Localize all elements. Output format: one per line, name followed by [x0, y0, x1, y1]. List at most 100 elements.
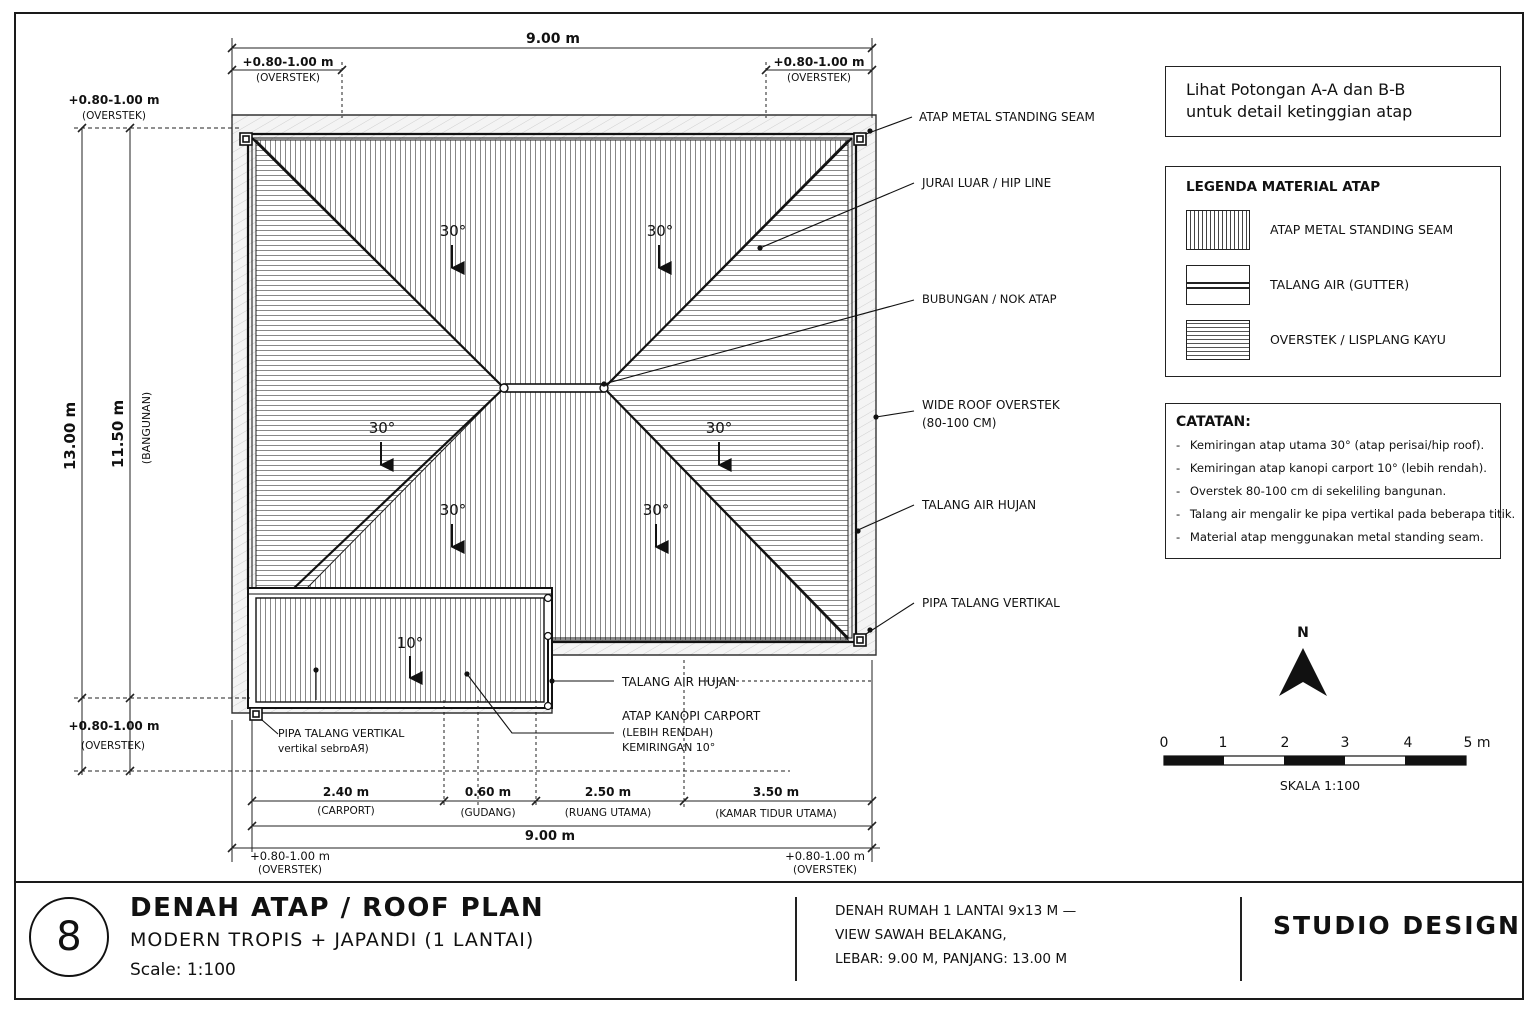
- dim-bottom-right-overhang: +0.80-1.00 m: [785, 849, 865, 863]
- north-label: N: [1297, 625, 1309, 641]
- note-item: Kemiringan atap kanopi carport 10° (lebi…: [1176, 457, 1490, 480]
- slope-label: 30°: [647, 222, 674, 240]
- dim-seg-kamar-label: (KAMAR TIDUR UTAMA): [715, 808, 837, 820]
- title-block: [14, 881, 1524, 1000]
- note-item: Talang air mengalir ke pipa vertikal pad…: [1176, 503, 1515, 526]
- slope-label: 30°: [706, 419, 733, 437]
- callout-wide-overhang-size: (80-100 CM): [922, 416, 996, 430]
- dim-left-top-overhang: +0.80-1.00 m: [69, 93, 160, 107]
- legend-item-label: TALANG AIR (GUTTER): [1270, 277, 1410, 292]
- dim-bottom-left-overhang: +0.80-1.00 m: [250, 849, 330, 863]
- callout-downpipe-left: PIPA TALANG VERTIKAL: [278, 727, 405, 740]
- slope-label-carport: 10°: [397, 634, 424, 652]
- main-hip-roof: [246, 132, 858, 644]
- legend-item-standing-seam: ATAP METAL STANDING SEAM: [1186, 210, 1486, 250]
- dim-top-right-overhang-note: (OVERSTEK): [787, 72, 851, 84]
- dim-seg-ruang-utama: 2.50 m: [585, 785, 631, 799]
- standing-seam-swatch: [1186, 210, 1250, 250]
- north-arrow: N: [1279, 625, 1327, 696]
- drawing-sheet-border: [14, 12, 1524, 1000]
- drawing-title: DENAH ATAP / ROOF PLAN: [130, 893, 545, 923]
- description-line-2: VIEW SAWAH BELAKANG,: [835, 927, 1007, 943]
- dim-seg-carport-label: (CARPORT): [317, 805, 375, 817]
- dim-seg-carport: 2.40 m: [323, 785, 369, 799]
- dim-bottom-total: 9.00 m: [525, 829, 575, 844]
- carport-roof: [247, 587, 553, 711]
- dim-left-bottom-overhang-note: (OVERSTEK): [81, 740, 145, 752]
- scale-tick-1: 1: [1219, 735, 1228, 751]
- scale-tick-0: 0: [1160, 735, 1169, 751]
- callout-ridge: BUBUNGAN / NOK ATAP: [922, 292, 1057, 306]
- note-item: Overstek 80-100 cm di sekeliling banguna…: [1176, 480, 1490, 503]
- callout-dots: [313, 128, 879, 684]
- overhang-swatch: [1186, 320, 1250, 360]
- dim-top-total: 9.00 m: [526, 31, 580, 47]
- slope-label: 30°: [643, 501, 670, 519]
- callout-gutter-carport: TALANG AIR HUJAN: [621, 675, 736, 689]
- legend-item-overhang: OVERSTEK / LISPLANG KAYU: [1186, 320, 1486, 360]
- slope-label: 30°: [440, 222, 467, 240]
- dim-left-building-note: (BANGUNAN): [140, 392, 153, 464]
- scale-tick-4: 4: [1404, 735, 1413, 751]
- top-dimension-lines: [227, 38, 877, 118]
- dim-seg-gudang: 0.60 m: [465, 785, 511, 799]
- scale-tick-2: 2: [1281, 735, 1290, 751]
- slope-label: 30°: [369, 419, 396, 437]
- reference-note-line-2: untuk detail ketinggian atap: [1186, 102, 1413, 121]
- callout-gutter-right: TALANG AIR HUJAN: [921, 498, 1036, 512]
- dim-seg-gudang-label: (GUDANG): [460, 807, 515, 819]
- scale-bar-label: SKALA 1:100: [1280, 778, 1360, 793]
- callout-carport-roof-lower: (LEBIH RENDAH): [622, 726, 713, 739]
- scale-bar: 0 1 2 3 4 5 m SKALA 1:100: [1160, 735, 1491, 793]
- north-arrow-icon: [1279, 648, 1327, 696]
- legend-item-gutter: TALANG AIR (GUTTER): [1186, 265, 1486, 305]
- slope-label: 30°: [440, 501, 467, 519]
- title-block-divider: [795, 897, 797, 981]
- callout-leaders: [261, 116, 915, 735]
- dim-top-left-overhang-note: (OVERSTEK): [256, 72, 320, 84]
- drawing-scale: Scale: 1:100: [130, 960, 236, 980]
- dim-left-total: 13.00 m: [61, 402, 79, 470]
- description-line-3: LEBAR: 9.00 M, PANJANG: 13.00 M: [835, 951, 1068, 967]
- notes-title: CATATAN:: [1176, 414, 1251, 430]
- studio-name: STUDIO DESIGN: [1273, 911, 1521, 940]
- slope-indicators: 30° 30° 30° 30° 30° 30° 10°: [369, 222, 733, 685]
- callout-standing-seam: ATAP METAL STANDING SEAM: [919, 110, 1095, 124]
- dim-top-left-overhang: +0.80-1.00 m: [243, 55, 334, 69]
- downpipe-markers: [239, 132, 867, 721]
- dim-left-bottom-overhang: +0.80-1.00 m: [69, 719, 160, 733]
- notes-list: Kemiringan atap utama 30° (atap perisai/…: [1176, 434, 1515, 549]
- roof-material-legend: LEGENDA MATERIAL ATAP ATAP METAL STANDIN…: [1165, 166, 1501, 377]
- bottom-dimension-lines: [227, 660, 880, 862]
- notes-panel: CATATAN: Kemiringan atap utama 30° (atap…: [1165, 403, 1515, 559]
- legend-title: LEGENDA MATERIAL ATAP: [1186, 179, 1381, 195]
- sheet-number: 8: [29, 897, 109, 977]
- dim-left-top-overhang-note: (OVERSTEK): [82, 110, 146, 122]
- ridge-cap: [503, 383, 605, 393]
- dim-bottom-right-overhang-note: (OVERSTEK): [793, 864, 857, 876]
- section-reference-note: Lihat Potongan A-A dan B-B untuk detail …: [1165, 66, 1501, 137]
- dim-seg-kamar: 3.50 m: [753, 785, 799, 799]
- drawing-subtitle: MODERN TROPIS + JAPANDI (1 LANTAI): [130, 929, 535, 951]
- callout-downpipe-right: PIPA TALANG VERTIKAL: [922, 596, 1060, 610]
- left-dimension-lines: [74, 123, 790, 776]
- title-block-divider: [1240, 897, 1242, 981]
- dim-top-right-overhang: +0.80-1.00 m: [774, 55, 865, 69]
- dim-seg-ruang-utama-label: (RUANG UTAMA): [565, 807, 651, 819]
- callout-carport-roof-slope: KEMIRINGAN 10°: [622, 741, 715, 754]
- callout-wide-overhang: WIDE ROOF OVERSTEK: [922, 398, 1061, 412]
- main-gutter: [248, 132, 858, 644]
- scale-tick-3: 3: [1341, 735, 1350, 751]
- callout-hip-line: JURAI LUAR / HIP LINE: [921, 176, 1051, 190]
- note-item: Material atap menggunakan metal standing…: [1176, 526, 1490, 549]
- dim-bottom-left-overhang-note: (OVERSTEK): [258, 864, 322, 876]
- callout-downpipe-left-note: vertikal sebrɒAЯ): [278, 743, 369, 755]
- scale-tick-5: 5 m: [1464, 735, 1491, 751]
- description-line-1: DENAH RUMAH 1 LANTAI 9x13 M —: [835, 903, 1077, 919]
- legend-item-label: OVERSTEK / LISPLANG KAYU: [1270, 332, 1446, 347]
- note-item: Kemiringan atap utama 30° (atap perisai/…: [1176, 434, 1490, 457]
- gutter-swatch: [1186, 265, 1250, 305]
- callout-carport-roof: ATAP KANOPI CARPORT: [622, 709, 761, 723]
- dim-left-building: 11.50 m: [109, 400, 127, 468]
